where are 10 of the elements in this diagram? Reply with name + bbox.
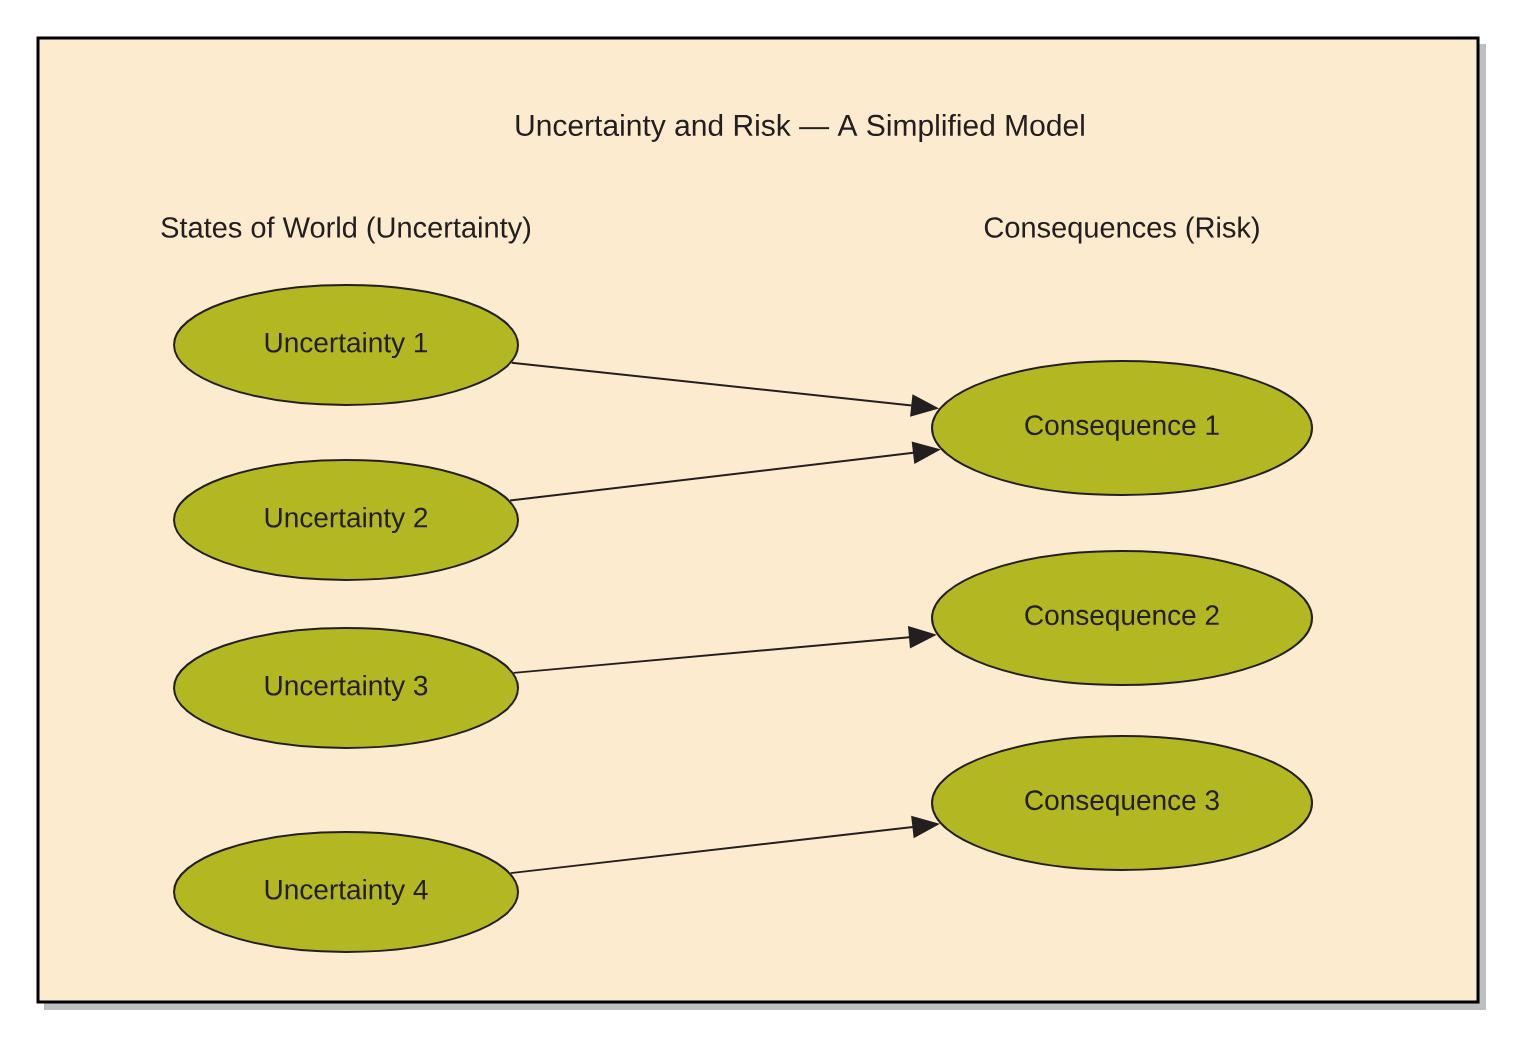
ellipse-node: Uncertainty 2 xyxy=(173,459,519,581)
ellipse-node: Uncertainty 3 xyxy=(173,627,519,749)
ellipse-node: Uncertainty 1 xyxy=(173,284,519,406)
ellipse-node: Uncertainty 4 xyxy=(173,831,519,953)
column-heading: States of World (Uncertainty) xyxy=(161,216,531,244)
column-heading: Consequences (Risk) xyxy=(984,216,1259,244)
ellipse-node: Consequence 2 xyxy=(931,550,1313,686)
ellipse-node: Consequence 1 xyxy=(931,360,1313,496)
ellipse-node: Consequence 3 xyxy=(931,735,1313,871)
title: Uncertainty and Risk — A Simplified Model xyxy=(516,114,1084,142)
